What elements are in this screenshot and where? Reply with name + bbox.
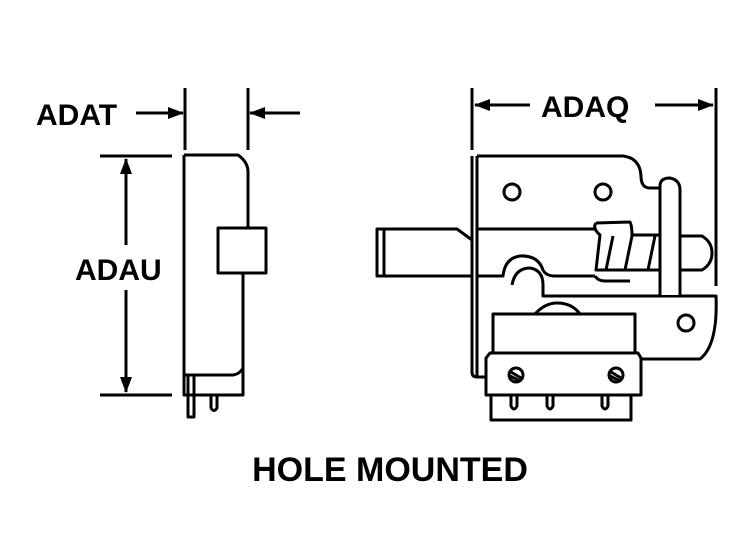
plate-left-edge bbox=[470, 156, 487, 379]
side-base-line bbox=[184, 367, 245, 377]
adau-label: ADAU bbox=[75, 254, 162, 287]
screw-icon bbox=[607, 366, 625, 384]
side-body-outline bbox=[182, 155, 245, 397]
actuator-post bbox=[658, 176, 682, 295]
coil-stripe bbox=[646, 235, 657, 271]
side-pin-2 bbox=[209, 395, 219, 412]
terminal-pin bbox=[600, 395, 610, 411]
coil-body bbox=[593, 222, 660, 272]
switch-lower-body bbox=[484, 351, 643, 397]
switch-upper-body bbox=[491, 312, 637, 355]
shaft-left bbox=[375, 227, 473, 278]
switch-side-view bbox=[182, 153, 268, 419]
adau-dimension: ADAU bbox=[75, 154, 172, 397]
coil-under-line bbox=[593, 275, 630, 283]
side-pin-1 bbox=[186, 375, 196, 419]
switch-front-view bbox=[375, 154, 718, 422]
adaq-label: ADAQ bbox=[541, 91, 629, 124]
switch-roller bbox=[533, 301, 582, 316]
diagram-caption: HOLE MOUNTED bbox=[252, 451, 528, 489]
terminal-base bbox=[489, 393, 633, 422]
adat-dimension: ADAT bbox=[36, 88, 300, 150]
screw-icon bbox=[507, 366, 525, 384]
lower-bracket bbox=[510, 266, 718, 361]
side-actuator-block bbox=[216, 226, 268, 275]
side-body-top bbox=[184, 153, 250, 228]
coil-stripe bbox=[623, 235, 634, 271]
plate-top-edge bbox=[477, 154, 660, 190]
terminal-pin bbox=[545, 395, 555, 411]
bracket-hole bbox=[676, 313, 696, 333]
terminal-pin bbox=[509, 395, 519, 411]
coil-stripe bbox=[604, 235, 615, 271]
adaq-dimension: ADAQ bbox=[470, 88, 718, 286]
mount-hole-2 bbox=[593, 182, 613, 202]
coil-top bbox=[595, 220, 660, 237]
adat-label: ADAT bbox=[36, 99, 117, 132]
shaft-right-end bbox=[680, 234, 714, 272]
shaft-bottom-line bbox=[477, 254, 595, 278]
mount-hole-1 bbox=[502, 182, 522, 202]
